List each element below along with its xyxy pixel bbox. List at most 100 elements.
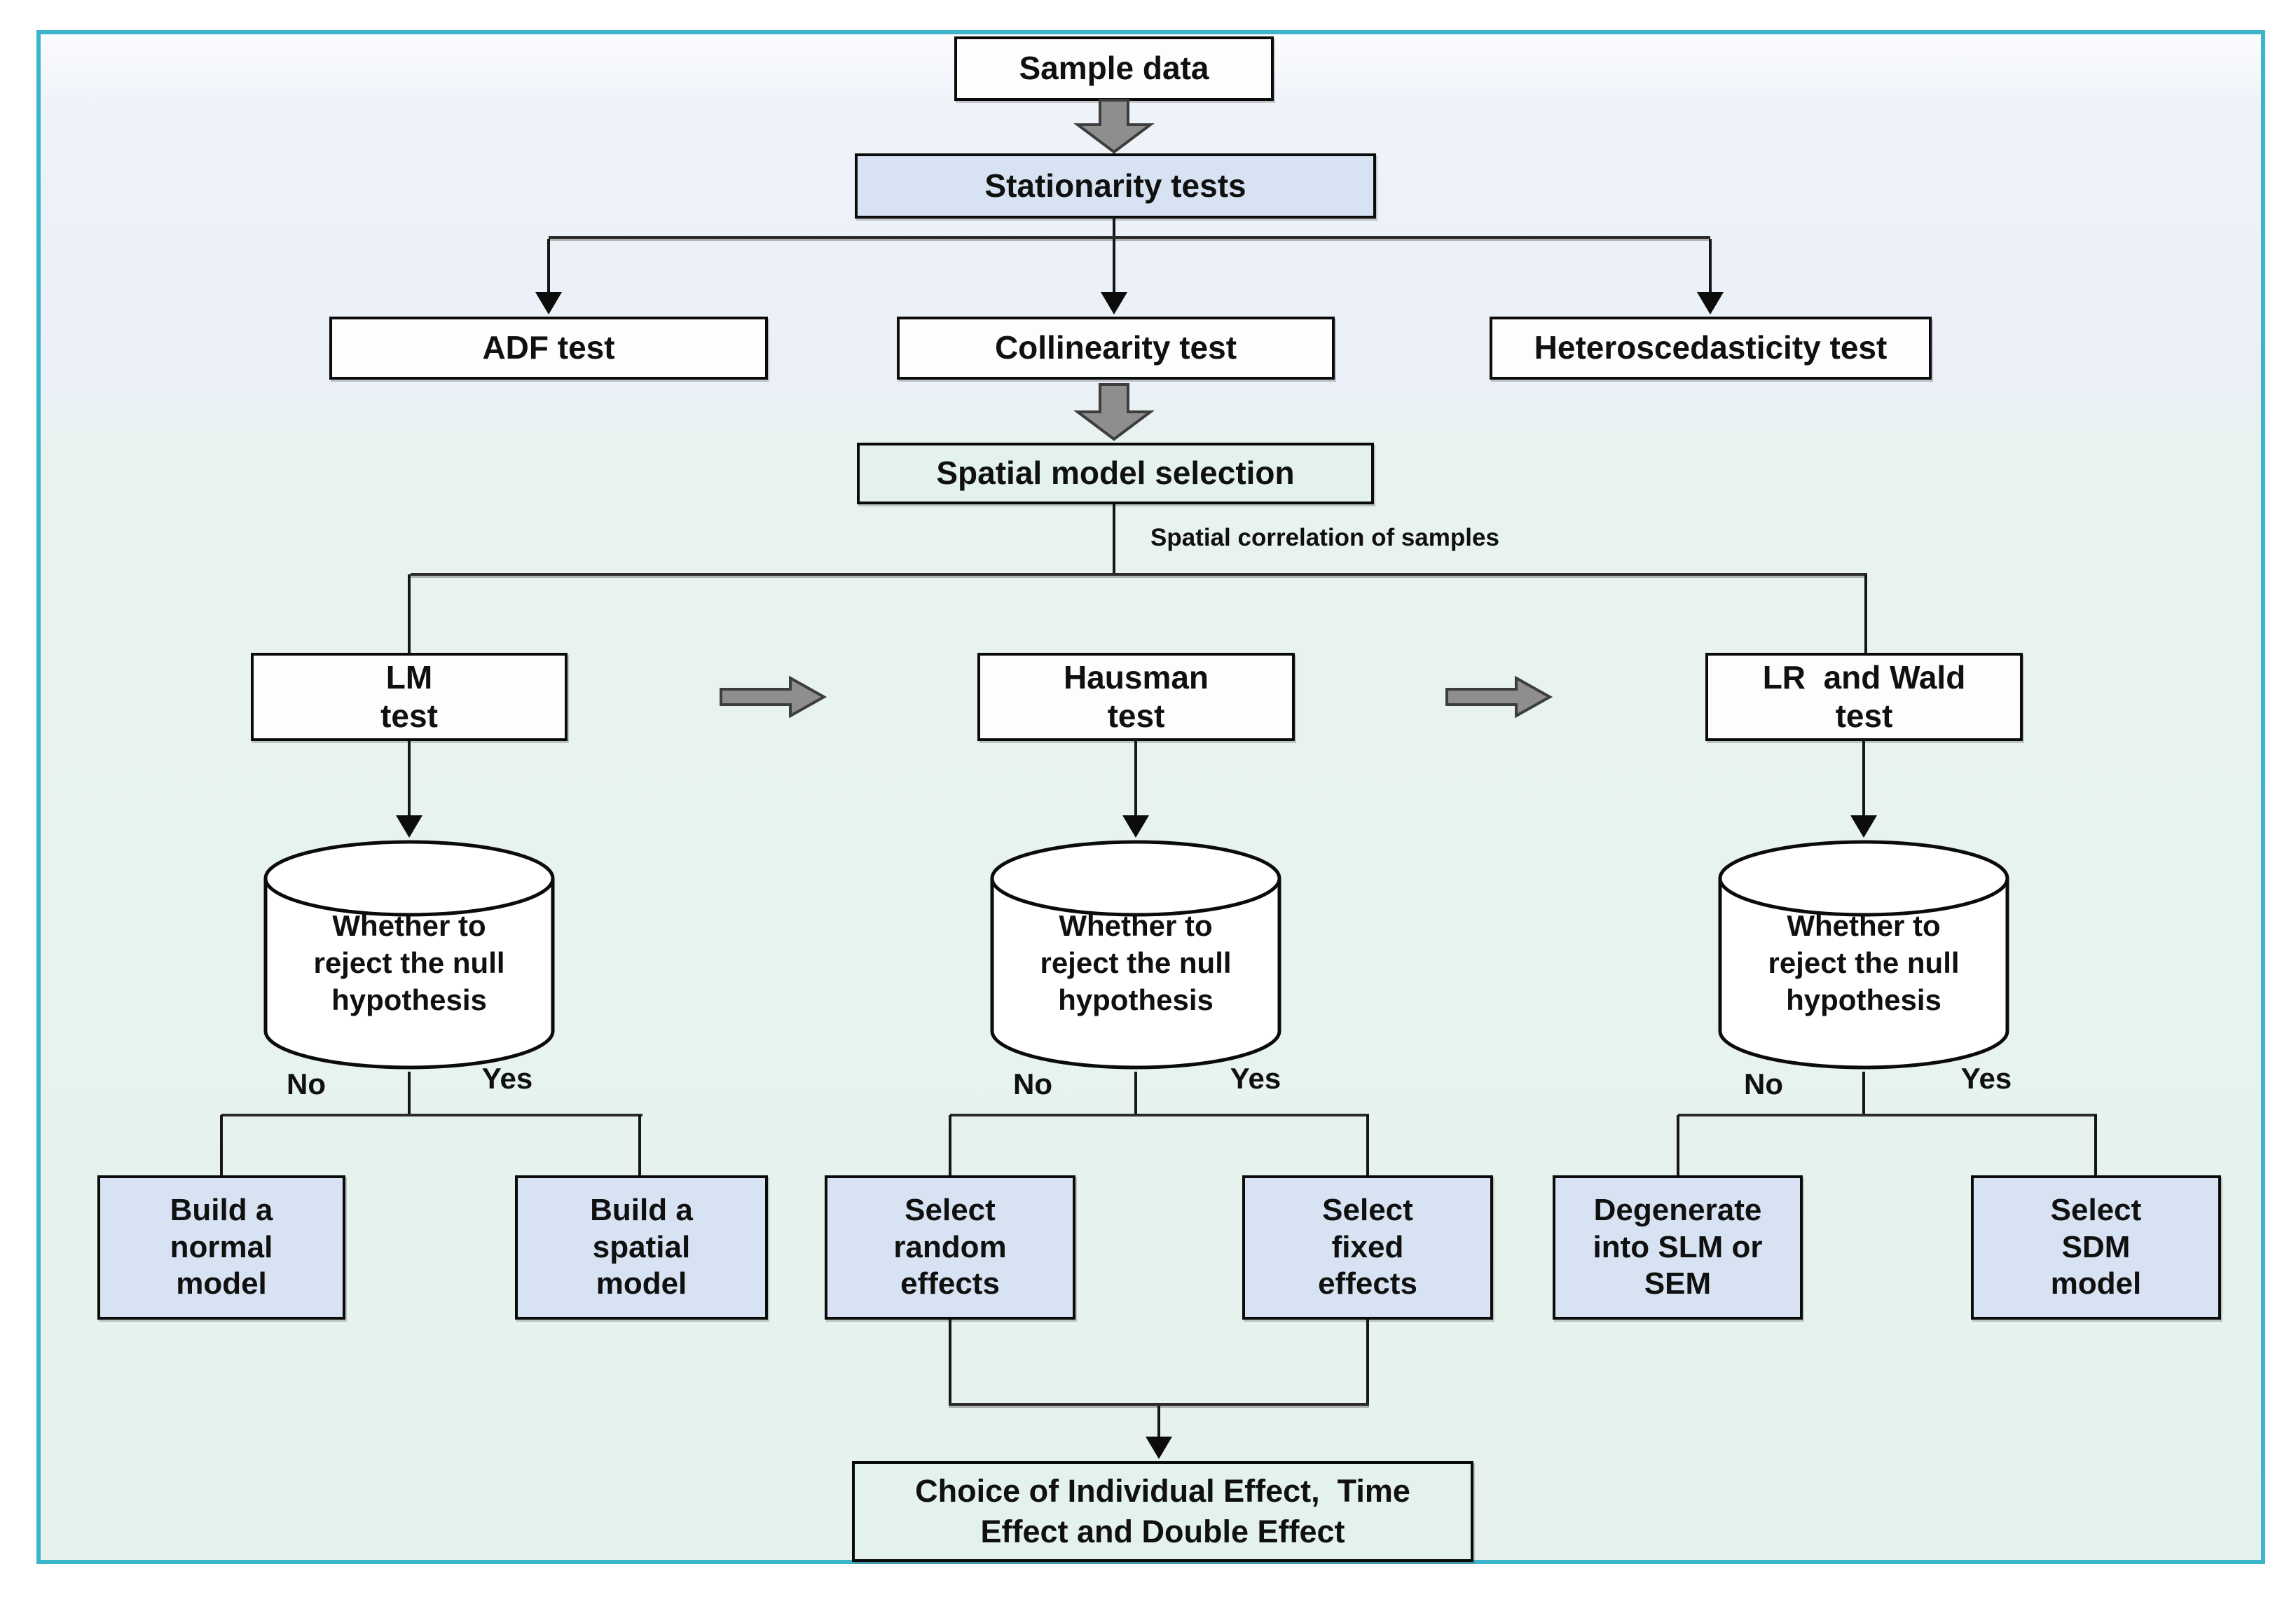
arrowhead-down-icon [396, 815, 422, 838]
connector-lm-to-cylinder [408, 741, 411, 817]
node-hausman-test-line1: Hausman [1063, 658, 1209, 696]
branch-label-yes: Yes [481, 1062, 533, 1095]
node-lr-wald-test-line1: LR and Wald [1762, 658, 1966, 696]
connector-lm-cylinder-down [408, 1072, 411, 1115]
cylinder-text-line2: reject the null [313, 946, 505, 979]
connector-hausman-to-cylinder [1134, 741, 1137, 817]
connector-lr-wald-no-yes-branch [1678, 1114, 2097, 1116]
cylinder-lm-decision: Whether to reject the null hypothesis [262, 839, 556, 1072]
node-select-fixed-line1: Select [1322, 1192, 1413, 1227]
connector-to-select-random [949, 1115, 951, 1177]
node-collinearity-test-label: Collinearity test [994, 329, 1237, 366]
node-select-random-effects: Select random effects [825, 1175, 1075, 1320]
node-sample-data-label: Sample data [1019, 50, 1209, 87]
node-degenerate-slm-sem: Degenerate into SLM or SEM [1553, 1175, 1803, 1320]
node-build-spatial-line2: spatial [592, 1229, 691, 1264]
cylinder-text-line1: Whether to [332, 909, 486, 942]
cylinder-shape-icon [990, 840, 1281, 1070]
node-collinearity-test: Collinearity test [897, 317, 1335, 380]
connector-stationarity-down [1113, 217, 1115, 237]
block-arrow-right-icon [720, 675, 827, 719]
node-degenerate-line3: SEM [1644, 1266, 1712, 1301]
node-build-normal-model: Build a normal model [97, 1175, 345, 1320]
flowchart-panel [36, 30, 2265, 1564]
node-choice-line2: Effect and Double Effect [980, 1514, 1345, 1549]
connector-to-heteroscedasticity [1709, 239, 1712, 293]
connector-to-adf [547, 239, 550, 293]
node-degenerate-line1: Degenerate [1593, 1192, 1762, 1227]
connector-tests-row-branch [411, 573, 1867, 576]
node-heteroscedasticity-test: Heteroscedasticity test [1490, 317, 1932, 380]
cylinder-lr-wald-decision-text: Whether to reject the null hypothesis [1717, 908, 2011, 1019]
cylinder-hausman-decision: Whether to reject the null hypothesis [989, 839, 1283, 1072]
arrowhead-down-icon [1101, 292, 1127, 314]
node-stationarity-tests-label: Stationarity tests [984, 167, 1246, 204]
cylinder-text-line3: hypothesis [331, 983, 487, 1016]
connector-lm-no-yes-branch [221, 1114, 642, 1116]
arrowhead-down-icon [1850, 815, 1877, 838]
arrowhead-down-icon [1146, 1437, 1172, 1459]
branch-label-no: No [287, 1067, 326, 1100]
node-spatial-model-selection: Spatial model selection [857, 443, 1374, 504]
edge-label-spatial-correlation: Spatial correlation of samples [1150, 524, 1499, 551]
node-lm-test-line2: test [380, 698, 438, 734]
connector-to-lr-wald-test [1864, 574, 1867, 653]
cylinder-text-line2: reject the null [1040, 946, 1232, 979]
node-select-random-line1: Select [905, 1192, 996, 1227]
block-arrow-down-icon [1073, 383, 1155, 441]
node-lr-wald-test-line2: test [1835, 698, 1893, 734]
connector-merge-to-choice [1157, 1406, 1160, 1438]
node-build-spatial-line3: model [596, 1266, 687, 1301]
connector-to-collinearity [1113, 239, 1115, 293]
node-lm-test-line1: LM [385, 658, 433, 696]
node-sample-data: Sample data [954, 36, 1274, 101]
node-lm-test: LM test [251, 653, 568, 741]
branch-label-no: No [1013, 1067, 1052, 1100]
connector-merge-horizontal [949, 1403, 1369, 1406]
cylinder-hausman-decision-text: Whether to reject the null hypothesis [989, 908, 1283, 1019]
connector-to-select-sdm [2094, 1115, 2097, 1177]
branch-label-no: No [1744, 1067, 1783, 1100]
arrowhead-down-icon [1697, 292, 1724, 314]
cylinder-shape-icon [263, 840, 555, 1070]
node-heteroscedasticity-test-label: Heteroscedasticity test [1534, 329, 1888, 366]
connector-hausman-no-yes-branch [950, 1114, 1369, 1116]
node-build-normal-line2: normal [170, 1229, 273, 1264]
arrowhead-down-icon [1122, 815, 1149, 838]
cylinder-text-line3: hypothesis [1058, 983, 1214, 1016]
connector-to-build-normal [220, 1115, 223, 1177]
node-select-random-line3: effects [900, 1266, 1000, 1301]
connector-hausman-cylinder-down [1134, 1072, 1137, 1115]
block-arrow-right-icon [1445, 675, 1553, 719]
node-lr-wald-test: LR and Wald test [1705, 653, 2023, 741]
cylinder-text-line2: reject the null [1768, 946, 1960, 979]
arrowhead-down-icon [535, 292, 562, 314]
node-spatial-model-selection-label: Spatial model selection [936, 455, 1295, 492]
cylinder-text-line1: Whether to [1059, 909, 1213, 942]
connector-to-lm-test [408, 574, 411, 653]
cylinder-lm-decision-text: Whether to reject the null hypothesis [262, 908, 556, 1019]
node-degenerate-line2: into SLM or [1593, 1229, 1763, 1264]
connector-lr-wald-to-cylinder [1862, 741, 1865, 817]
node-hausman-test-line2: test [1107, 698, 1165, 734]
node-select-sdm-line2: SDM [2061, 1229, 2131, 1264]
connector-random-merge-down [949, 1320, 951, 1406]
node-adf-test-label: ADF test [482, 329, 615, 366]
node-select-fixed-line3: effects [1318, 1266, 1417, 1301]
cylinder-text-line1: Whether to [1787, 909, 1941, 942]
cylinder-shape-icon [1718, 840, 2009, 1070]
branch-label-yes: Yes [1230, 1062, 1281, 1095]
connector-lr-wald-cylinder-down [1862, 1072, 1865, 1115]
connector-to-build-spatial [638, 1115, 641, 1177]
node-build-normal-line3: model [176, 1266, 267, 1301]
cylinder-lr-wald-decision: Whether to reject the null hypothesis [1717, 839, 2011, 1072]
node-build-normal-line1: Build a [170, 1192, 273, 1227]
connector-to-degenerate [1677, 1115, 1679, 1177]
connector-fixed-merge-down [1366, 1320, 1369, 1406]
node-select-sdm-line3: model [2050, 1266, 2142, 1301]
branch-label-yes: Yes [1960, 1062, 2012, 1095]
node-build-spatial-model: Build a spatial model [515, 1175, 768, 1320]
node-select-sdm-line1: Select [2050, 1192, 2142, 1227]
connector-to-select-fixed [1366, 1115, 1369, 1177]
